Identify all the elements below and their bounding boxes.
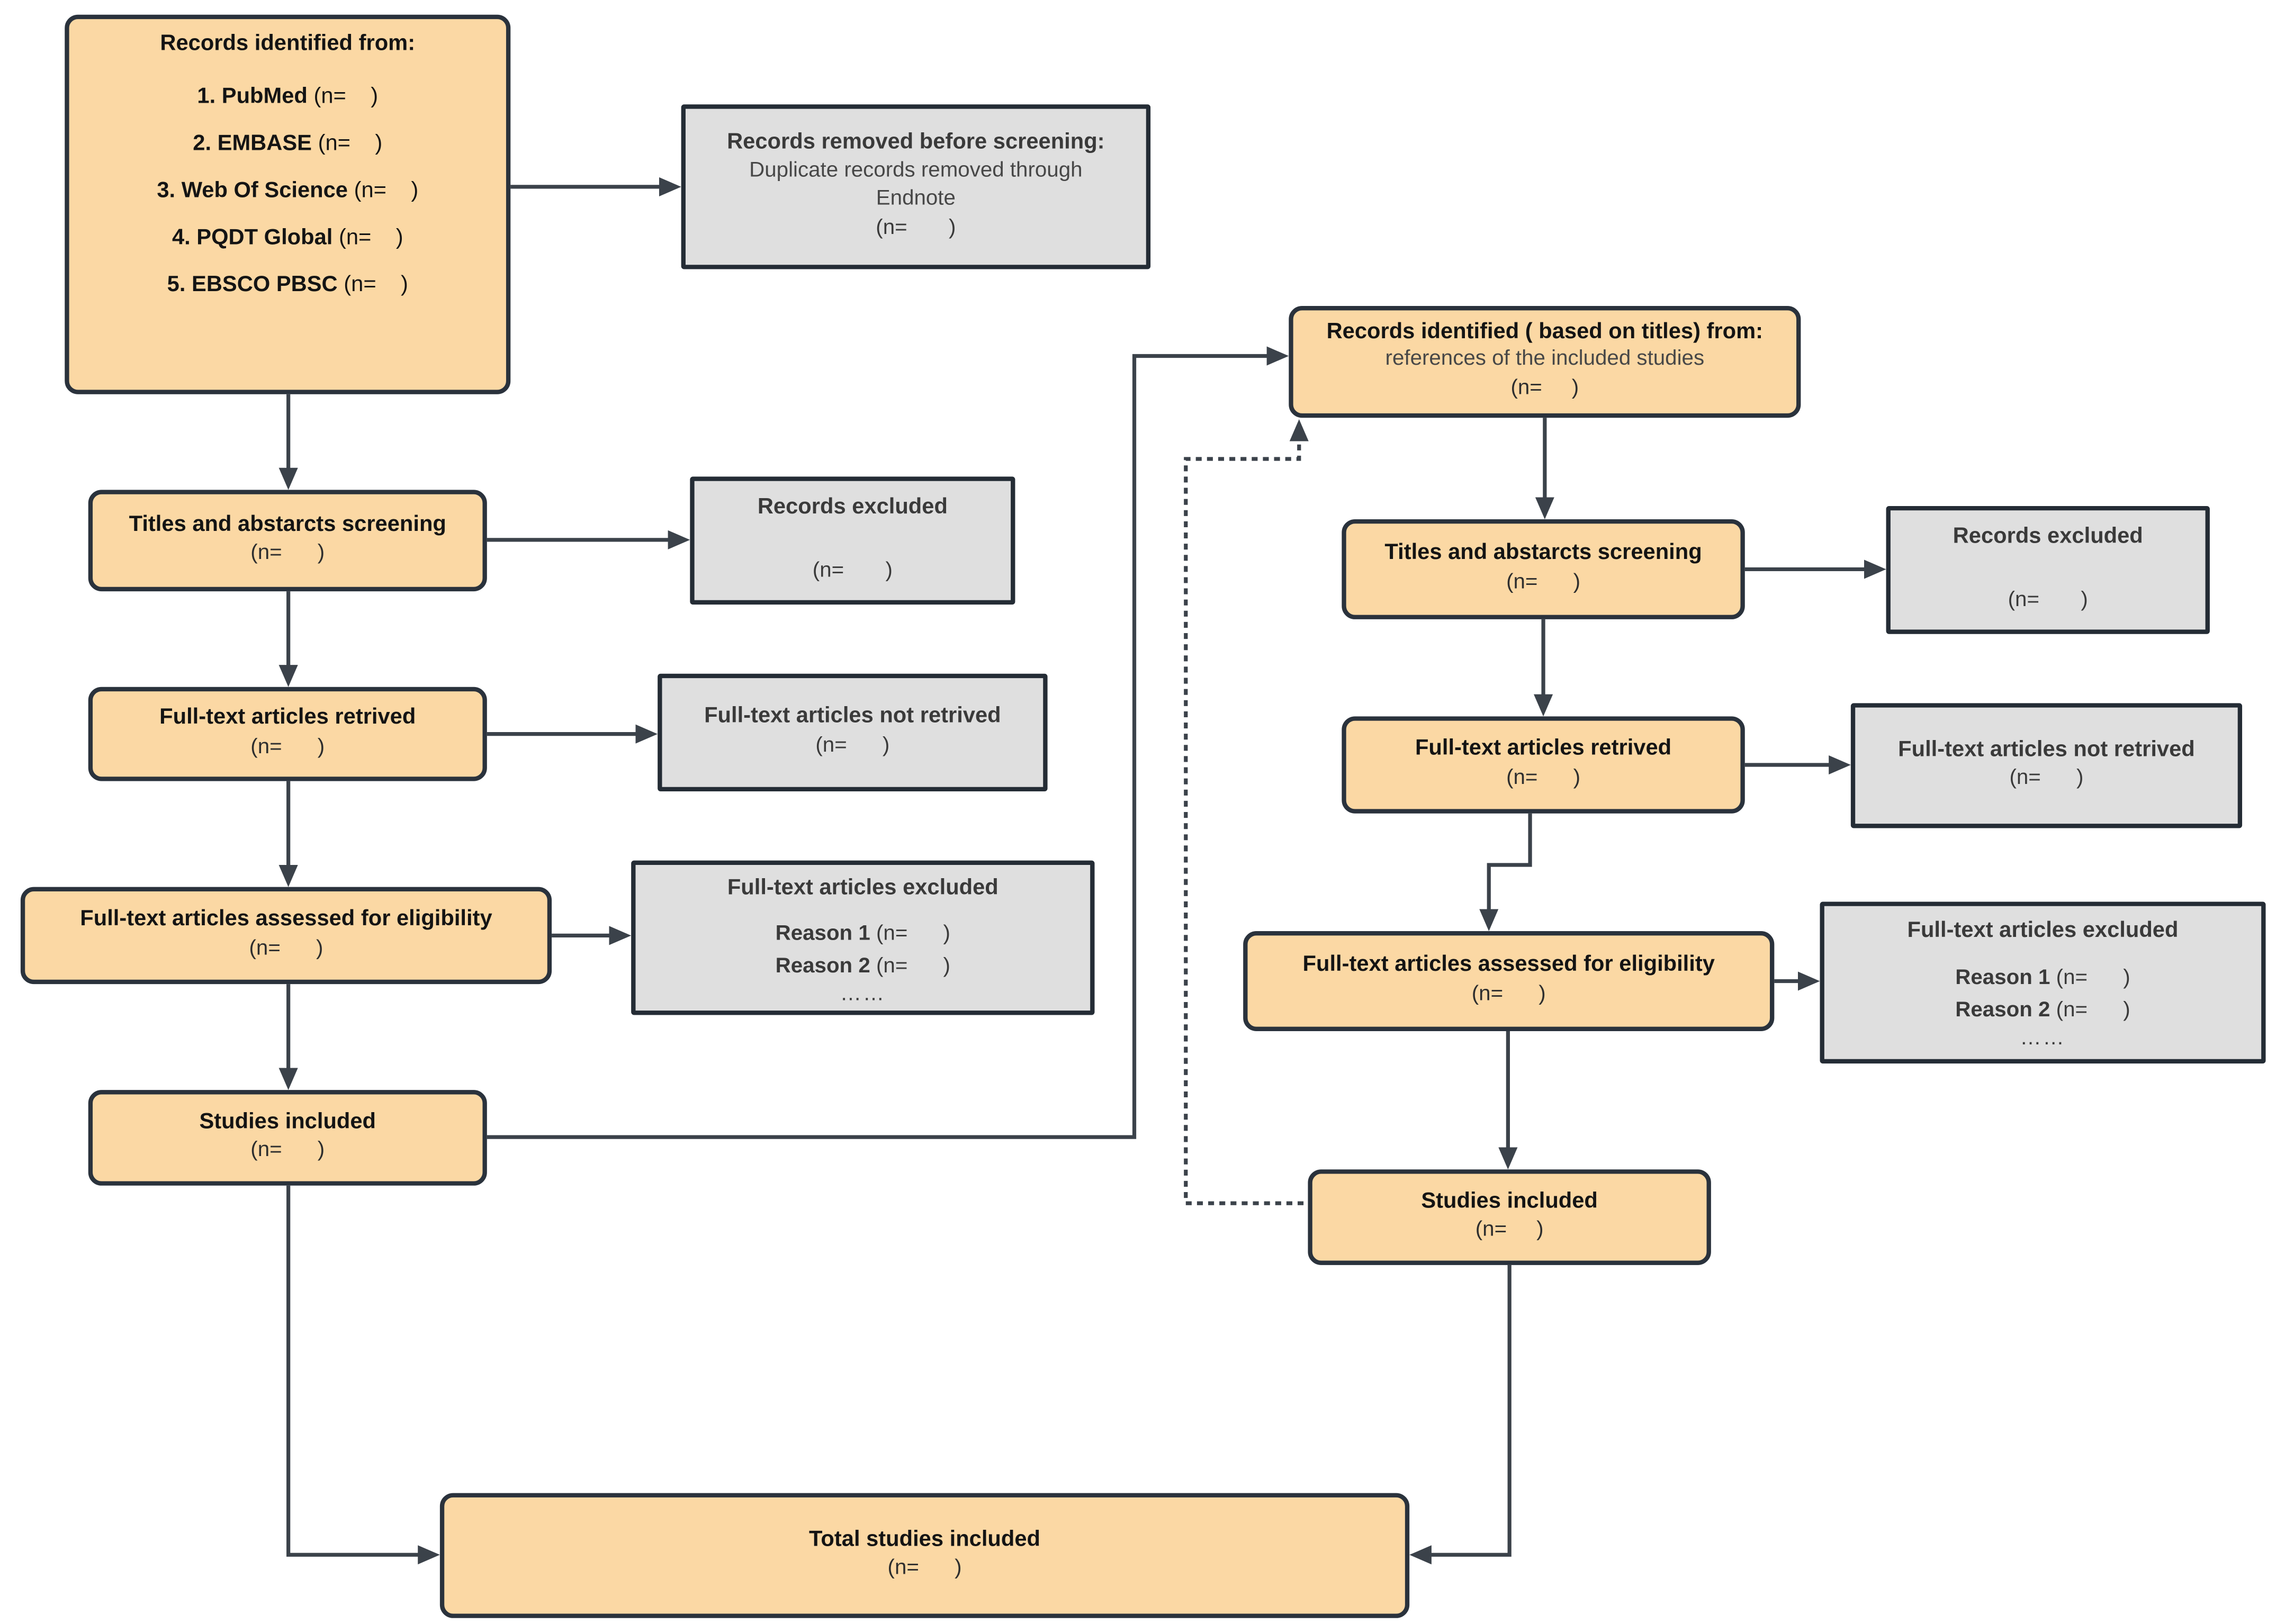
box-title: Full-text articles assessed for eligibil…	[80, 906, 492, 932]
box-fulltext-retrieved-left: Full-text articles retrived (n= )	[88, 687, 487, 781]
n-value: (n= )	[249, 936, 323, 961]
box-records-identified: Records identified from: 1. PubMed (n= )…	[65, 14, 511, 394]
box-title: Records removed before screening:	[727, 130, 1105, 155]
box-studies-included-right: Studies included (n= )	[1308, 1169, 1711, 1265]
box-title: Full-text articles not retrived	[1898, 736, 2195, 762]
box-subtitle: Endnote	[876, 186, 956, 210]
reason-item: Reason 2 (n= )	[775, 954, 950, 978]
source-item: 2. EMBASE (n= )	[193, 130, 383, 156]
n-value: (n= )	[1510, 377, 1579, 401]
box-total-studies-included: Total studies included (n= )	[439, 1493, 1410, 1618]
n-value: (n= )	[887, 1557, 962, 1581]
connector-included-right-to-identified-refs-dotted	[1184, 419, 1309, 1205]
box-fulltext-excluded-left: Full-text articles excluded Reason 1 (n=…	[631, 860, 1095, 1015]
box-fulltext-not-retrieved-right: Full-text articles not retrived (n= )	[1850, 703, 2243, 828]
connector-included-right-to-total	[1409, 1265, 1512, 1565]
box-titles-abstracts-screening-left: Titles and abstarcts screening (n= )	[88, 490, 487, 592]
box-subtitle: references of the included studies	[1385, 348, 1705, 372]
box-title: Studies included	[199, 1108, 376, 1134]
reason-item: Reason 2 (n= )	[1955, 998, 2130, 1022]
box-titles-abstracts-screening-right: Titles and abstarcts screening (n= )	[1342, 519, 1745, 619]
box-fulltext-not-retrieved-left: Full-text articles not retrived (n= )	[658, 673, 1048, 792]
box-title: Full-text articles excluded	[727, 875, 998, 900]
box-title: Full-text articles not retrived	[704, 703, 1001, 728]
box-records-excluded-left: Records excluded (n= )	[690, 476, 1015, 605]
box-title: Studies included	[1421, 1188, 1598, 1213]
box-title: Full-text articles excluded	[1907, 918, 2179, 943]
n-value: (n= )	[250, 542, 325, 566]
source-item: 3. Web Of Science (n= )	[157, 177, 419, 203]
box-fulltext-retrieved-right: Full-text articles retrived (n= )	[1342, 716, 1745, 814]
n-value: (n= )	[250, 735, 325, 759]
n-value: (n= )	[2008, 589, 2088, 613]
box-records-removed-before-screening: Records removed before screening: Duplic…	[681, 104, 1151, 269]
box-title: Titles and abstarcts screening	[1384, 540, 1702, 565]
reason-list: Reason 1 (n= ) Reason 2 (n= )	[1955, 963, 2130, 1027]
box-title: Full-text articles assessed for eligibil…	[1302, 952, 1715, 977]
box-title: Titles and abstarcts screening	[129, 511, 446, 537]
n-value: (n= )	[250, 1139, 325, 1163]
reason-item: Reason 1 (n= )	[1955, 966, 2130, 990]
connector-retrieved-to-eligibility-right	[1479, 813, 1532, 932]
box-title: Records excluded	[757, 493, 948, 519]
box-title: Records identified ( based on titles) fr…	[1326, 319, 1764, 344]
n-value: (n= )	[876, 215, 956, 240]
ellipsis: ……	[840, 982, 886, 1007]
connector-included-left-to-total	[286, 1185, 440, 1565]
n-value: (n= )	[1471, 982, 1546, 1006]
box-records-excluded-right: Records excluded (n= )	[1886, 506, 2210, 634]
n-value: (n= )	[1506, 570, 1581, 594]
ellipsis: ……	[2020, 1027, 2066, 1051]
box-title: Records excluded	[1953, 523, 2143, 548]
box-studies-included-left: Studies included (n= )	[88, 1090, 487, 1186]
n-value: (n= )	[2009, 766, 2084, 791]
box-title: Full-text articles retrived	[1415, 735, 1672, 761]
box-subtitle: Duplicate records removed through	[749, 159, 1083, 183]
box-title: Records identified from:	[160, 31, 416, 56]
source-item: 5. EBSCO PBSC (n= )	[167, 272, 408, 297]
box-title: Total studies included	[809, 1526, 1041, 1551]
n-value: (n= )	[812, 559, 893, 583]
reason-list: Reason 1 (n= ) Reason 2 (n= )	[776, 919, 950, 983]
box-fulltext-excluded-right: Full-text articles excluded Reason 1 (n=…	[1820, 901, 2266, 1064]
box-title: Full-text articles retrived	[159, 705, 416, 730]
box-fulltext-eligibility-right: Full-text articles assessed for eligibil…	[1243, 931, 1775, 1032]
source-item: 4. PQDT Global (n= )	[172, 224, 403, 250]
box-fulltext-eligibility-left: Full-text articles assessed for eligibil…	[20, 887, 552, 985]
n-value: (n= )	[815, 734, 890, 757]
box-records-identified-from-references: Records identified ( based on titles) fr…	[1289, 306, 1801, 418]
reason-item: Reason 1 (n= )	[775, 922, 950, 946]
n-value: (n= )	[1506, 766, 1581, 790]
source-item: 1. PubMed (n= )	[197, 83, 379, 109]
n-value: (n= )	[1475, 1218, 1544, 1242]
